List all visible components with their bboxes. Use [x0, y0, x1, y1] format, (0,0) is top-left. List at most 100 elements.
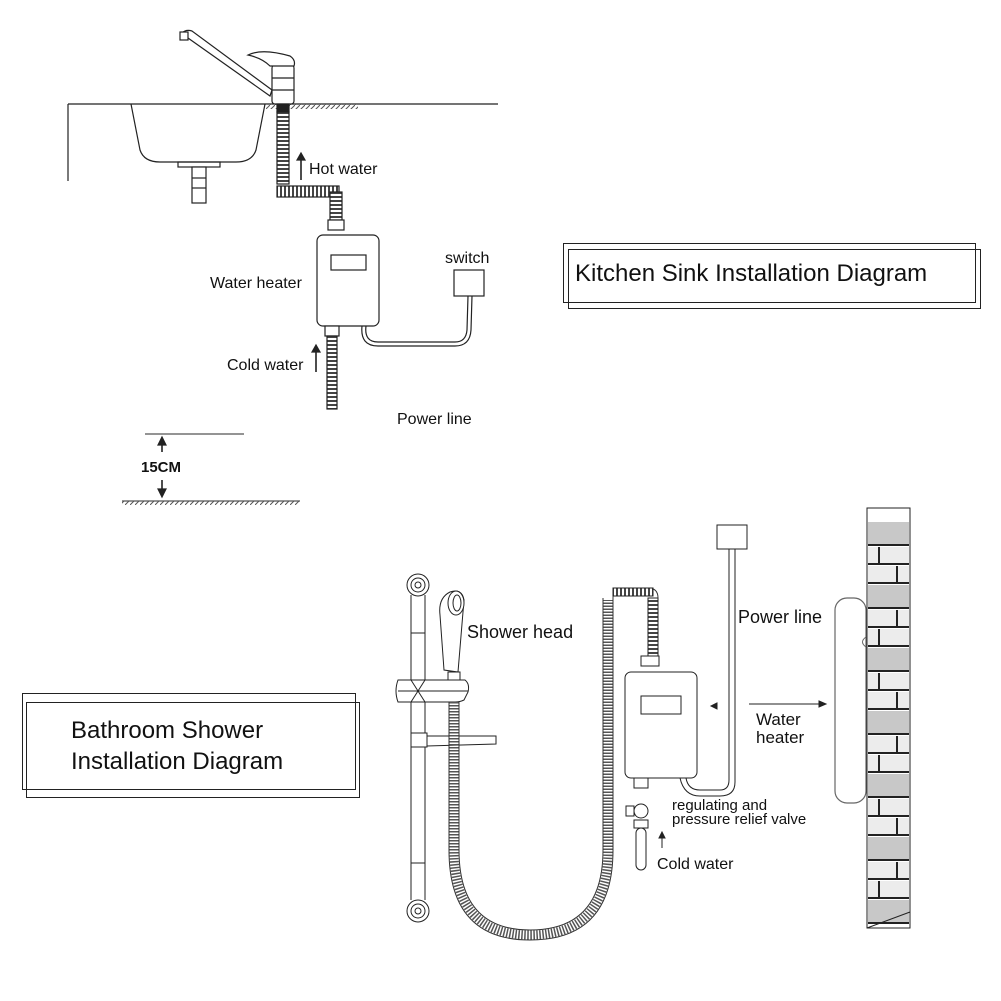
brick — [868, 862, 909, 878]
clearance-label: 15CM — [141, 459, 182, 476]
brick — [868, 673, 909, 689]
arrow-up-icon — [157, 435, 167, 446]
hot-water-label: Hot water — [309, 161, 378, 178]
mortar-joint — [878, 629, 880, 645]
brick — [868, 900, 909, 922]
brick — [868, 711, 909, 733]
mortar-line — [868, 582, 909, 584]
mortar-line — [868, 708, 909, 710]
mortar-line — [868, 834, 909, 836]
cold-water-hose — [326, 335, 338, 410]
heater-display — [330, 254, 367, 271]
bathroom-diagram — [395, 507, 911, 941]
soap-dish — [426, 735, 497, 747]
kitchen-title-frame-back — [563, 243, 976, 303]
hot-water-hose — [276, 111, 290, 185]
mortar-line — [868, 922, 909, 924]
brick — [868, 648, 909, 670]
mortar-line — [868, 878, 909, 880]
mortar-line — [868, 752, 909, 754]
pressure-relief-valve — [633, 803, 649, 819]
brick — [868, 799, 909, 815]
mortar-line — [868, 897, 909, 899]
mortar-joint — [878, 547, 880, 563]
mortar-line — [868, 563, 909, 565]
cold-water-inlet-pipe — [635, 827, 647, 871]
countertop-hatch — [266, 104, 358, 109]
mortar-line — [868, 815, 909, 817]
power-cable — [361, 295, 473, 347]
bathroom-title-line2: Installation Diagram — [71, 748, 284, 775]
mortar-joint — [878, 799, 880, 815]
mortar-joint — [896, 692, 898, 708]
rail-bottom-mount — [406, 899, 430, 923]
faucet-spout — [181, 29, 273, 97]
mortar-joint — [878, 755, 880, 771]
bathroom-power-line-label: Power line — [738, 607, 823, 627]
pointer-left-icon — [709, 702, 718, 710]
mortar-line — [868, 796, 909, 798]
faucet-body — [271, 64, 295, 105]
switch-label: switch — [445, 250, 490, 267]
mortar-line — [868, 607, 909, 609]
bathroom-heater-display — [640, 695, 682, 715]
brick — [868, 522, 909, 544]
water-heater-unit — [316, 234, 380, 327]
bathroom-title-frame — [26, 702, 360, 798]
sink-drain — [177, 161, 221, 168]
kitchen-diagram — [67, 29, 498, 505]
brick — [868, 692, 909, 708]
mortar-line — [868, 859, 909, 861]
brick — [868, 610, 909, 626]
bathroom-cold-water-label: Cold water — [657, 856, 734, 873]
brick — [868, 774, 909, 796]
mortar-line — [868, 733, 909, 735]
mortar-joint — [896, 736, 898, 752]
mortar-joint — [878, 881, 880, 897]
cold-water-label: Cold water — [227, 357, 304, 374]
bathroom-switch-box — [716, 524, 748, 550]
shower-head-label: Shower head — [467, 622, 574, 642]
bathroom-water-heater-label-line1: Water — [756, 710, 801, 729]
kitchen-title: Kitchen Sink Installation Diagram — [575, 260, 928, 287]
brick — [868, 881, 909, 897]
bathroom-title-frame-back — [22, 693, 356, 790]
sink-basin — [130, 103, 266, 163]
switch-box — [453, 269, 485, 297]
wall-heater-side-view — [834, 597, 867, 804]
faucet-handle — [246, 51, 296, 67]
bathroom-title-line1: Bathroom Shower — [71, 717, 264, 744]
kitchen-title-frame — [568, 249, 981, 309]
water-heater-label: Water heater — [210, 275, 302, 292]
mortar-line — [868, 626, 909, 628]
brick — [868, 837, 909, 859]
brick — [868, 629, 909, 645]
rail-top-mount — [406, 573, 430, 597]
mortar-line — [868, 689, 909, 691]
mortar-line — [868, 645, 909, 647]
bathroom-water-heater-unit — [624, 671, 698, 779]
power-line-label: Power line — [397, 411, 472, 428]
mortar-joint — [896, 566, 898, 582]
mortar-line — [868, 544, 909, 546]
arrow-right-icon — [818, 700, 828, 708]
mortar-joint — [896, 610, 898, 626]
drain-pipe — [191, 166, 207, 204]
mortar-line — [868, 670, 909, 672]
valve-label-line2: pressure relief valve — [672, 811, 807, 828]
brick — [868, 547, 909, 563]
valve-label-line1: regulating and — [672, 797, 768, 814]
brick — [868, 585, 909, 607]
brick — [868, 755, 909, 771]
mortar-joint — [878, 673, 880, 689]
shower-hose — [449, 600, 613, 940]
heater-inlet-hose — [647, 597, 659, 657]
bathroom-water-heater-label-line2: heater — [756, 728, 805, 747]
mortar-joint — [896, 818, 898, 834]
bathroom-power-cable — [685, 549, 730, 791]
brick — [868, 566, 909, 582]
brick-wall — [866, 507, 911, 929]
mortar-joint — [896, 862, 898, 878]
brick — [868, 818, 909, 834]
